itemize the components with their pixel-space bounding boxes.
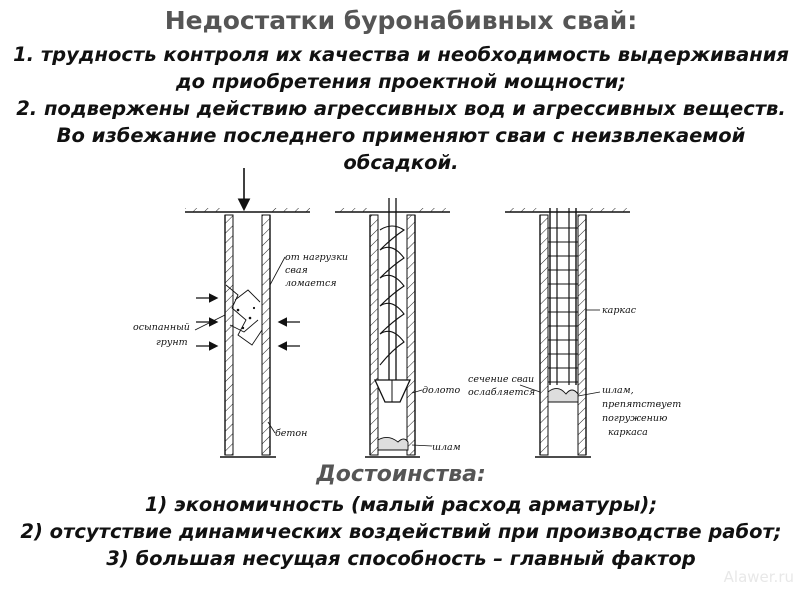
label-section-1: сечение сваи [468,374,534,385]
label-section-2: ослабляется [468,387,535,398]
label-load-3: ломается [285,278,337,289]
label-sludge3-4: каркаса [608,427,648,438]
label-load-2: свая [285,265,308,276]
site-watermark: Alawer.ru [723,568,794,586]
pile-1-broken: от нагрузки свая ломается осыпанный грун… [133,168,348,458]
disadvantage-item-1: 1. трудность контроля их качества и необ… [13,43,789,93]
advantage-item-3: 3) большая несущая способность – главный… [106,547,696,570]
label-soil-2: грунт [156,337,188,348]
advantage-item-2: 2) отсутствие динамических воздействий п… [20,520,782,543]
label-sludge: шлам [432,442,461,453]
label-soil-1: осыпанный [133,322,190,333]
label-sludge3-2: препятствует [602,399,681,410]
pile-2-drilling: долото шлам [335,198,461,458]
label-concrete: бетон [275,428,307,439]
advantages-list: 1) экономичность (малый расход арматуры)… [10,491,792,572]
advantages-heading: Достоинства: [316,462,486,487]
label-sludge3-3: погружению [602,413,667,424]
disadvantage-item-2: 2. подвержены действию агрессивных вод и… [16,97,786,174]
advantage-item-1: 1) экономичность (малый расход арматуры)… [144,493,658,516]
pile-3-cage: каркас сечение сваи ослабляется шлам, пр… [468,208,681,458]
label-sludge3-1: шлам, [602,385,634,396]
bored-piles-diagram: от нагрузки свая ломается осыпанный грун… [133,168,681,458]
label-load-1: от нагрузки [285,252,348,263]
label-frame: каркас [602,305,637,316]
page-title: Недостатки буронабивных свай: [164,6,638,35]
disadvantages-list: 1. трудность контроля их качества и необ… [10,41,792,176]
label-bit: долото [422,385,461,396]
